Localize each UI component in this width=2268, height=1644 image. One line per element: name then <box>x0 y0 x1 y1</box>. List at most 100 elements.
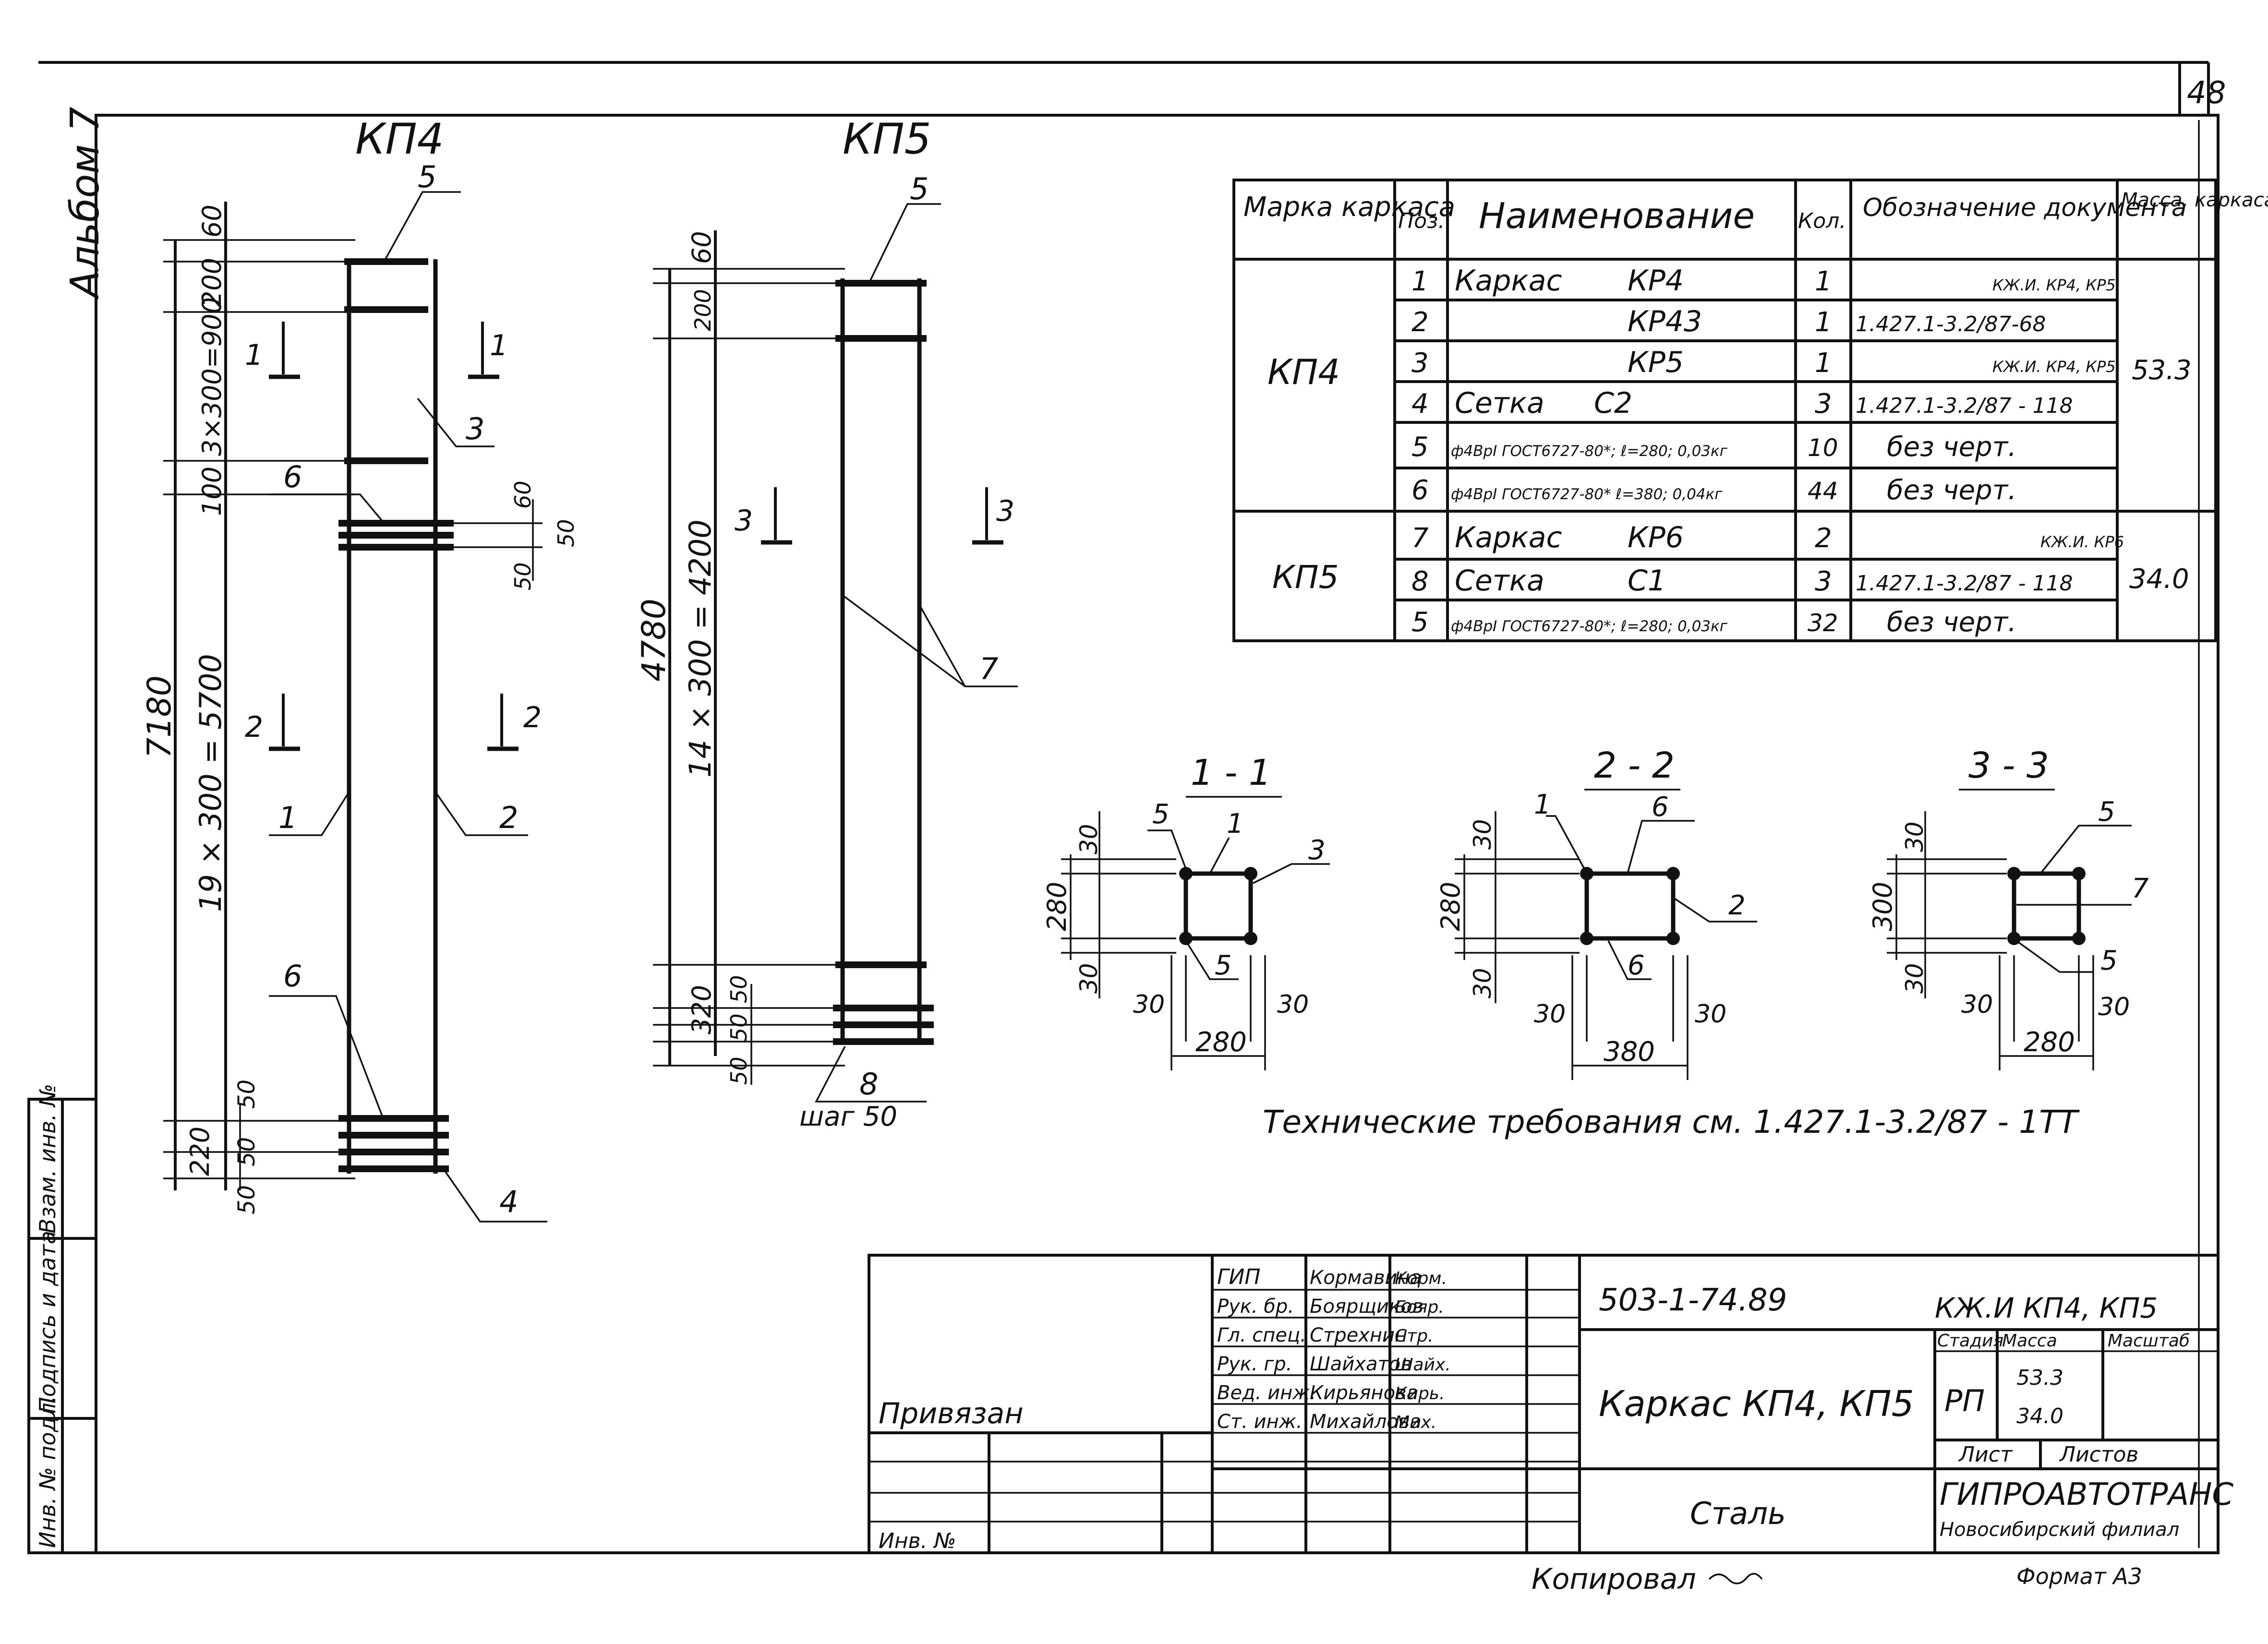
svg-text:1: 1 <box>278 800 297 835</box>
svg-text:3: 3 <box>1308 835 1326 866</box>
stamp-podpis: Подпись и дата <box>35 1231 60 1414</box>
table-row: 7 Каркас КР6 2 КЖ.И. КР6 <box>1411 521 2124 554</box>
svg-text:50: 50 <box>233 1185 260 1214</box>
th-qty: Кол. <box>1798 209 1846 233</box>
svg-text:Сетка: Сетка <box>1455 386 1544 420</box>
svg-text:30: 30 <box>1469 819 1496 850</box>
side-stamp <box>27 1098 97 1554</box>
svg-text:5: 5 <box>1411 607 1429 638</box>
table-row: Гл. спец. Стрехнин Стр. <box>1217 1324 1433 1346</box>
svg-text:30: 30 <box>1075 824 1103 854</box>
svg-text:7: 7 <box>1411 523 1429 554</box>
organization: ГИПРОАВТОТРАНС <box>1940 1477 2233 1512</box>
title-block: 503-1-74.89 КЖ.И КП4, КП5 Каркас КП4, КП… <box>879 1265 2233 1553</box>
svg-text:3: 3 <box>466 411 484 446</box>
th-mark: Марка каркаса <box>1243 192 1455 223</box>
svg-text:30: 30 <box>1695 1000 1726 1029</box>
svg-text:Шайхатов: Шайхатов <box>1310 1353 1412 1375</box>
svg-text:3×300=900: 3×300=900 <box>197 297 227 456</box>
svg-text:1.427.1-3.2/87-68: 1.427.1-3.2/87-68 <box>1856 312 2046 336</box>
svg-text:Мих.: Мих. <box>1395 1413 1436 1432</box>
svg-text:Каркас: Каркас <box>1455 264 1562 298</box>
kp5-mass: 34.0 <box>2129 564 2189 595</box>
table-row: Вед. инж. Кирьянова Кирь. <box>1217 1382 1445 1404</box>
svg-text:Ст. инж.: Ст. инж. <box>1217 1411 1303 1433</box>
svg-text:КЖ.И. КР4, КР5: КЖ.И. КР4, КР5 <box>1992 358 2116 376</box>
sheet-code: КЖ.И КП4, КП5 <box>1935 1292 2158 1324</box>
svg-text:1: 1 <box>1411 266 1429 297</box>
svg-text:3: 3 <box>1411 348 1429 379</box>
table-row: 8 Сетка С1 3 1.427.1-3.2/87 - 118 <box>1411 564 2073 598</box>
svg-text:Лист: Лист <box>1958 1442 2013 1467</box>
svg-text:30: 30 <box>1901 821 1929 852</box>
svg-text:Кирьянова: Кирьянова <box>1310 1382 1418 1404</box>
inv-no-label: Инв. № <box>879 1529 956 1553</box>
copier-signature <box>1708 1572 1763 1584</box>
svg-text:без черт.: без черт. <box>1887 475 2016 506</box>
table-row: 5 ф4ВрI ГОСТ6727-80*; ℓ=280; 0,03кг 10 б… <box>1411 432 2016 463</box>
svg-text:Сетка: Сетка <box>1455 564 1544 598</box>
table-row: 5 ф4ВрI ГОСТ6727-80*; ℓ=280; 0,03кг 32 б… <box>1411 607 2016 638</box>
spec-table: Марка каркаса Поз. Наименование Кол. Обо… <box>1243 189 2268 638</box>
svg-text:60: 60 <box>510 480 536 509</box>
table-row: Рук. бр. Боярщиков Бояр. <box>1217 1296 1444 1318</box>
svg-text:30: 30 <box>1075 963 1103 994</box>
svg-text:Стрехнин: Стрехнин <box>1310 1324 1407 1346</box>
svg-text:5: 5 <box>1411 432 1429 463</box>
svg-text:С1: С1 <box>1628 564 1666 598</box>
svg-text:2: 2 <box>1728 890 1746 921</box>
svg-text:Бояр.: Бояр. <box>1395 1297 1444 1317</box>
svg-text:1.427.1-3.2/87 - 118: 1.427.1-3.2/87 - 118 <box>1856 394 2073 418</box>
svg-text:200: 200 <box>197 258 227 307</box>
svg-text:3: 3 <box>1815 566 1832 597</box>
svg-text:Каркас: Каркас <box>1455 521 1562 554</box>
title-block-grid <box>868 1254 2220 1554</box>
svg-text:6: 6 <box>1411 475 1429 506</box>
svg-text:Масса: Масса <box>2002 1331 2057 1351</box>
svg-text:6: 6 <box>1628 950 1645 981</box>
album-label: Альбом 7 <box>62 107 108 300</box>
svg-text:220: 220 <box>185 1127 215 1176</box>
svg-text:50: 50 <box>726 1013 752 1042</box>
svg-text:без черт.: без черт. <box>1887 432 2016 463</box>
svg-text:Боярщиков: Боярщиков <box>1310 1296 1424 1318</box>
svg-text:60: 60 <box>687 231 717 264</box>
table-row: 2 КР43 1 1.427.1-3.2/87-68 <box>1411 305 2046 338</box>
svg-text:КЖ.И. КР4, КР5: КЖ.И. КР4, КР5 <box>1992 276 2116 294</box>
svg-text:8: 8 <box>1411 566 1429 597</box>
svg-text:Рук. бр.: Рук. бр. <box>1217 1296 1294 1318</box>
svg-text:2: 2 <box>523 701 542 734</box>
svg-text:С2: С2 <box>1594 386 1632 420</box>
svg-text:5: 5 <box>2098 796 2115 828</box>
svg-text:КР43: КР43 <box>1628 305 1702 338</box>
svg-text:3 - 3: 3 - 3 <box>1968 745 2049 786</box>
svg-text:1 - 1: 1 - 1 <box>1191 752 1271 793</box>
table-row: Ст. инж. Михайлова Мих. <box>1217 1411 1436 1433</box>
table-row: 4 Сетка С2 3 1.427.1-3.2/87 - 118 <box>1411 386 2073 420</box>
th-doc: Обозначение документа <box>1863 193 2187 222</box>
svg-text:280: 280 <box>1042 882 1072 931</box>
svg-text:5: 5 <box>1215 950 1232 981</box>
svg-text:1: 1 <box>245 338 263 372</box>
svg-text:Вед. инж.: Вед. инж. <box>1217 1382 1316 1404</box>
sheet-number: 48 <box>2187 75 2226 111</box>
svg-text:1: 1 <box>1815 348 1832 379</box>
material: Сталь <box>1690 1496 1786 1532</box>
kp4-drawing: КП4 60 200 3×300=900 100 19 × 300 = 5700 <box>141 114 579 1223</box>
svg-text:1: 1 <box>1815 266 1832 297</box>
spec-table-grid <box>1232 179 2217 642</box>
copied-label: Копировал <box>1532 1562 1696 1596</box>
bound-label: Привязан <box>879 1397 1024 1430</box>
svg-text:ф4ВрI ГОСТ6727-80* ℓ=380; 0,04: ф4ВрI ГОСТ6727-80* ℓ=380; 0,04кг <box>1451 486 1723 503</box>
svg-text:2: 2 <box>1411 307 1429 338</box>
svg-text:30: 30 <box>1961 990 1993 1019</box>
kp5-total: 4780 <box>635 599 673 682</box>
svg-text:50: 50 <box>553 519 579 547</box>
svg-text:5: 5 <box>910 171 929 206</box>
kp5-step: шаг 50 <box>799 1101 897 1132</box>
kp4-mark: КП4 <box>1267 352 1340 392</box>
svg-text:30: 30 <box>1534 1000 1566 1029</box>
svg-text:50: 50 <box>233 1137 260 1166</box>
svg-text:30: 30 <box>1901 963 1929 994</box>
